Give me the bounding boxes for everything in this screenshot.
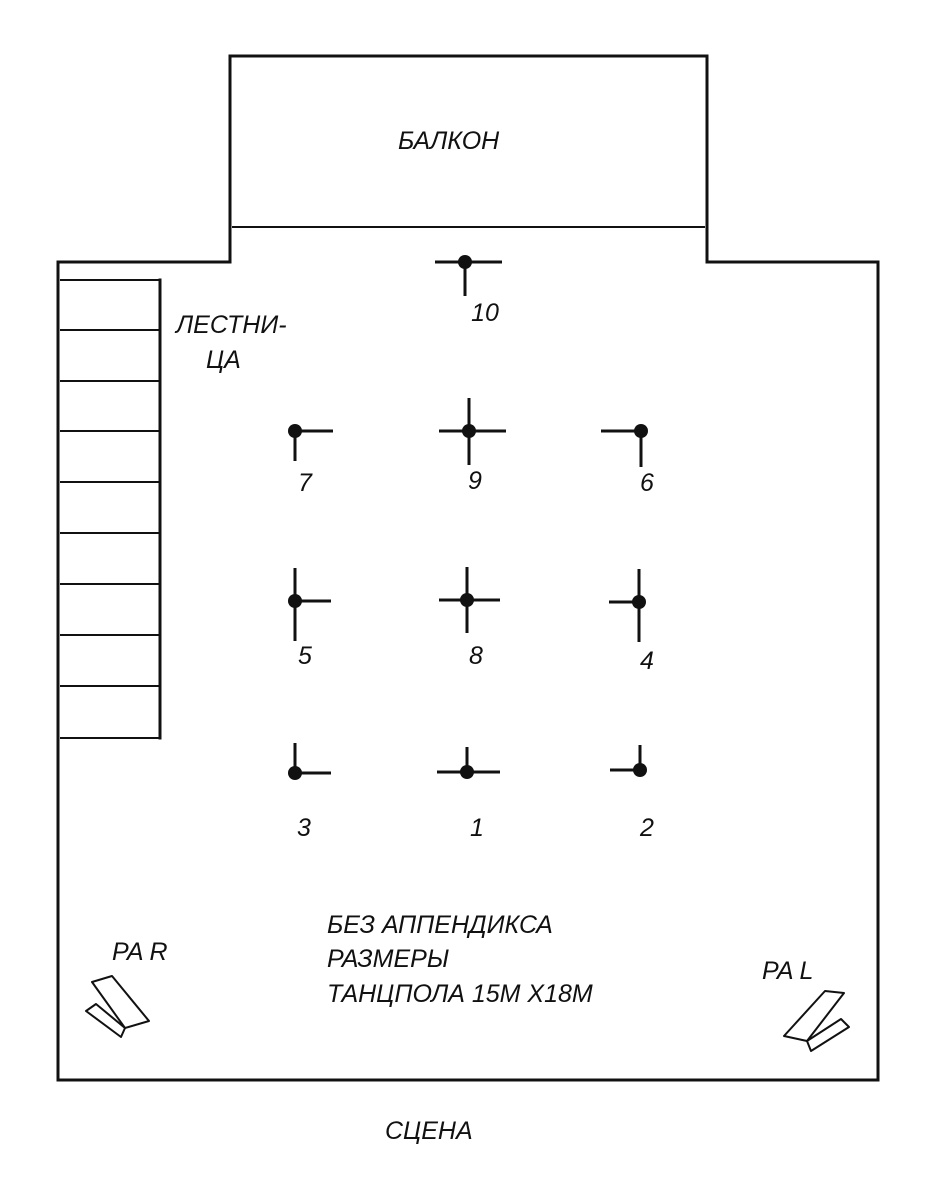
point-2-dot [633,763,647,777]
point-7-label: 7 [298,469,313,497]
stair-steps [60,279,160,739]
point-4-dot [632,595,646,609]
stairs-label-line2: ЦА [206,346,241,374]
point-4-label: 4 [640,647,654,675]
point-3: 3 [288,743,331,842]
balcony-outline [228,54,709,264]
point-9-label: 9 [468,467,482,495]
speaker-pa-right: PA R [85,938,168,1038]
stairs: ЛЕСТНИ- ЦА [60,278,287,740]
point-3-dot [288,766,302,780]
balcony-label: БАЛКОН [398,127,500,155]
point-1-dot [460,765,474,779]
point-3-label: 3 [297,814,311,842]
note-line1: БЕЗ АППЕНДИКСА [327,911,553,939]
point-1-label: 1 [470,814,484,842]
note-line3: ТАНЦПОЛА 15М Х18М [327,980,593,1008]
point-5-label: 5 [298,642,312,670]
speaker-right-icon [85,975,150,1038]
hall [56,260,880,1082]
point-8-dot [460,593,474,607]
pa-right-label: PA R [112,938,168,966]
balcony: БАЛКОН [228,54,709,264]
point-10: 10 [435,255,502,327]
point-9: 9 [439,398,506,495]
point-9-dot [462,424,476,438]
point-1: 1 [437,747,500,842]
point-4: 4 [609,569,654,675]
point-6-label: 6 [640,469,654,497]
point-7-dot [288,424,302,438]
point-5: 5 [288,568,331,670]
point-5-dot [288,594,302,608]
point-2-label: 2 [639,814,654,842]
speaker-pa-left: PA L [762,957,850,1052]
speaker-left-icon [783,990,850,1052]
note: БЕЗ АППЕНДИКСА РАЗМЕРЫ ТАНЦПОЛА 15М Х18М [327,911,593,1008]
point-2: 2 [610,745,654,842]
point-8-label: 8 [469,642,483,670]
point-6: 6 [601,424,654,497]
measurement-points: 1 2 3 4 5 6 7 8 9 10 [288,255,654,842]
point-10-label: 10 [471,299,499,327]
stage-label: СЦЕНА [385,1117,473,1145]
note-line2: РАЗМЕРЫ [327,945,449,973]
stairs-label-line1: ЛЕСТНИ- [174,311,287,339]
point-8: 8 [439,567,500,670]
point-7: 7 [288,424,333,497]
point-10-dot [458,255,472,269]
point-6-dot [634,424,648,438]
pa-left-label: PA L [762,957,813,985]
